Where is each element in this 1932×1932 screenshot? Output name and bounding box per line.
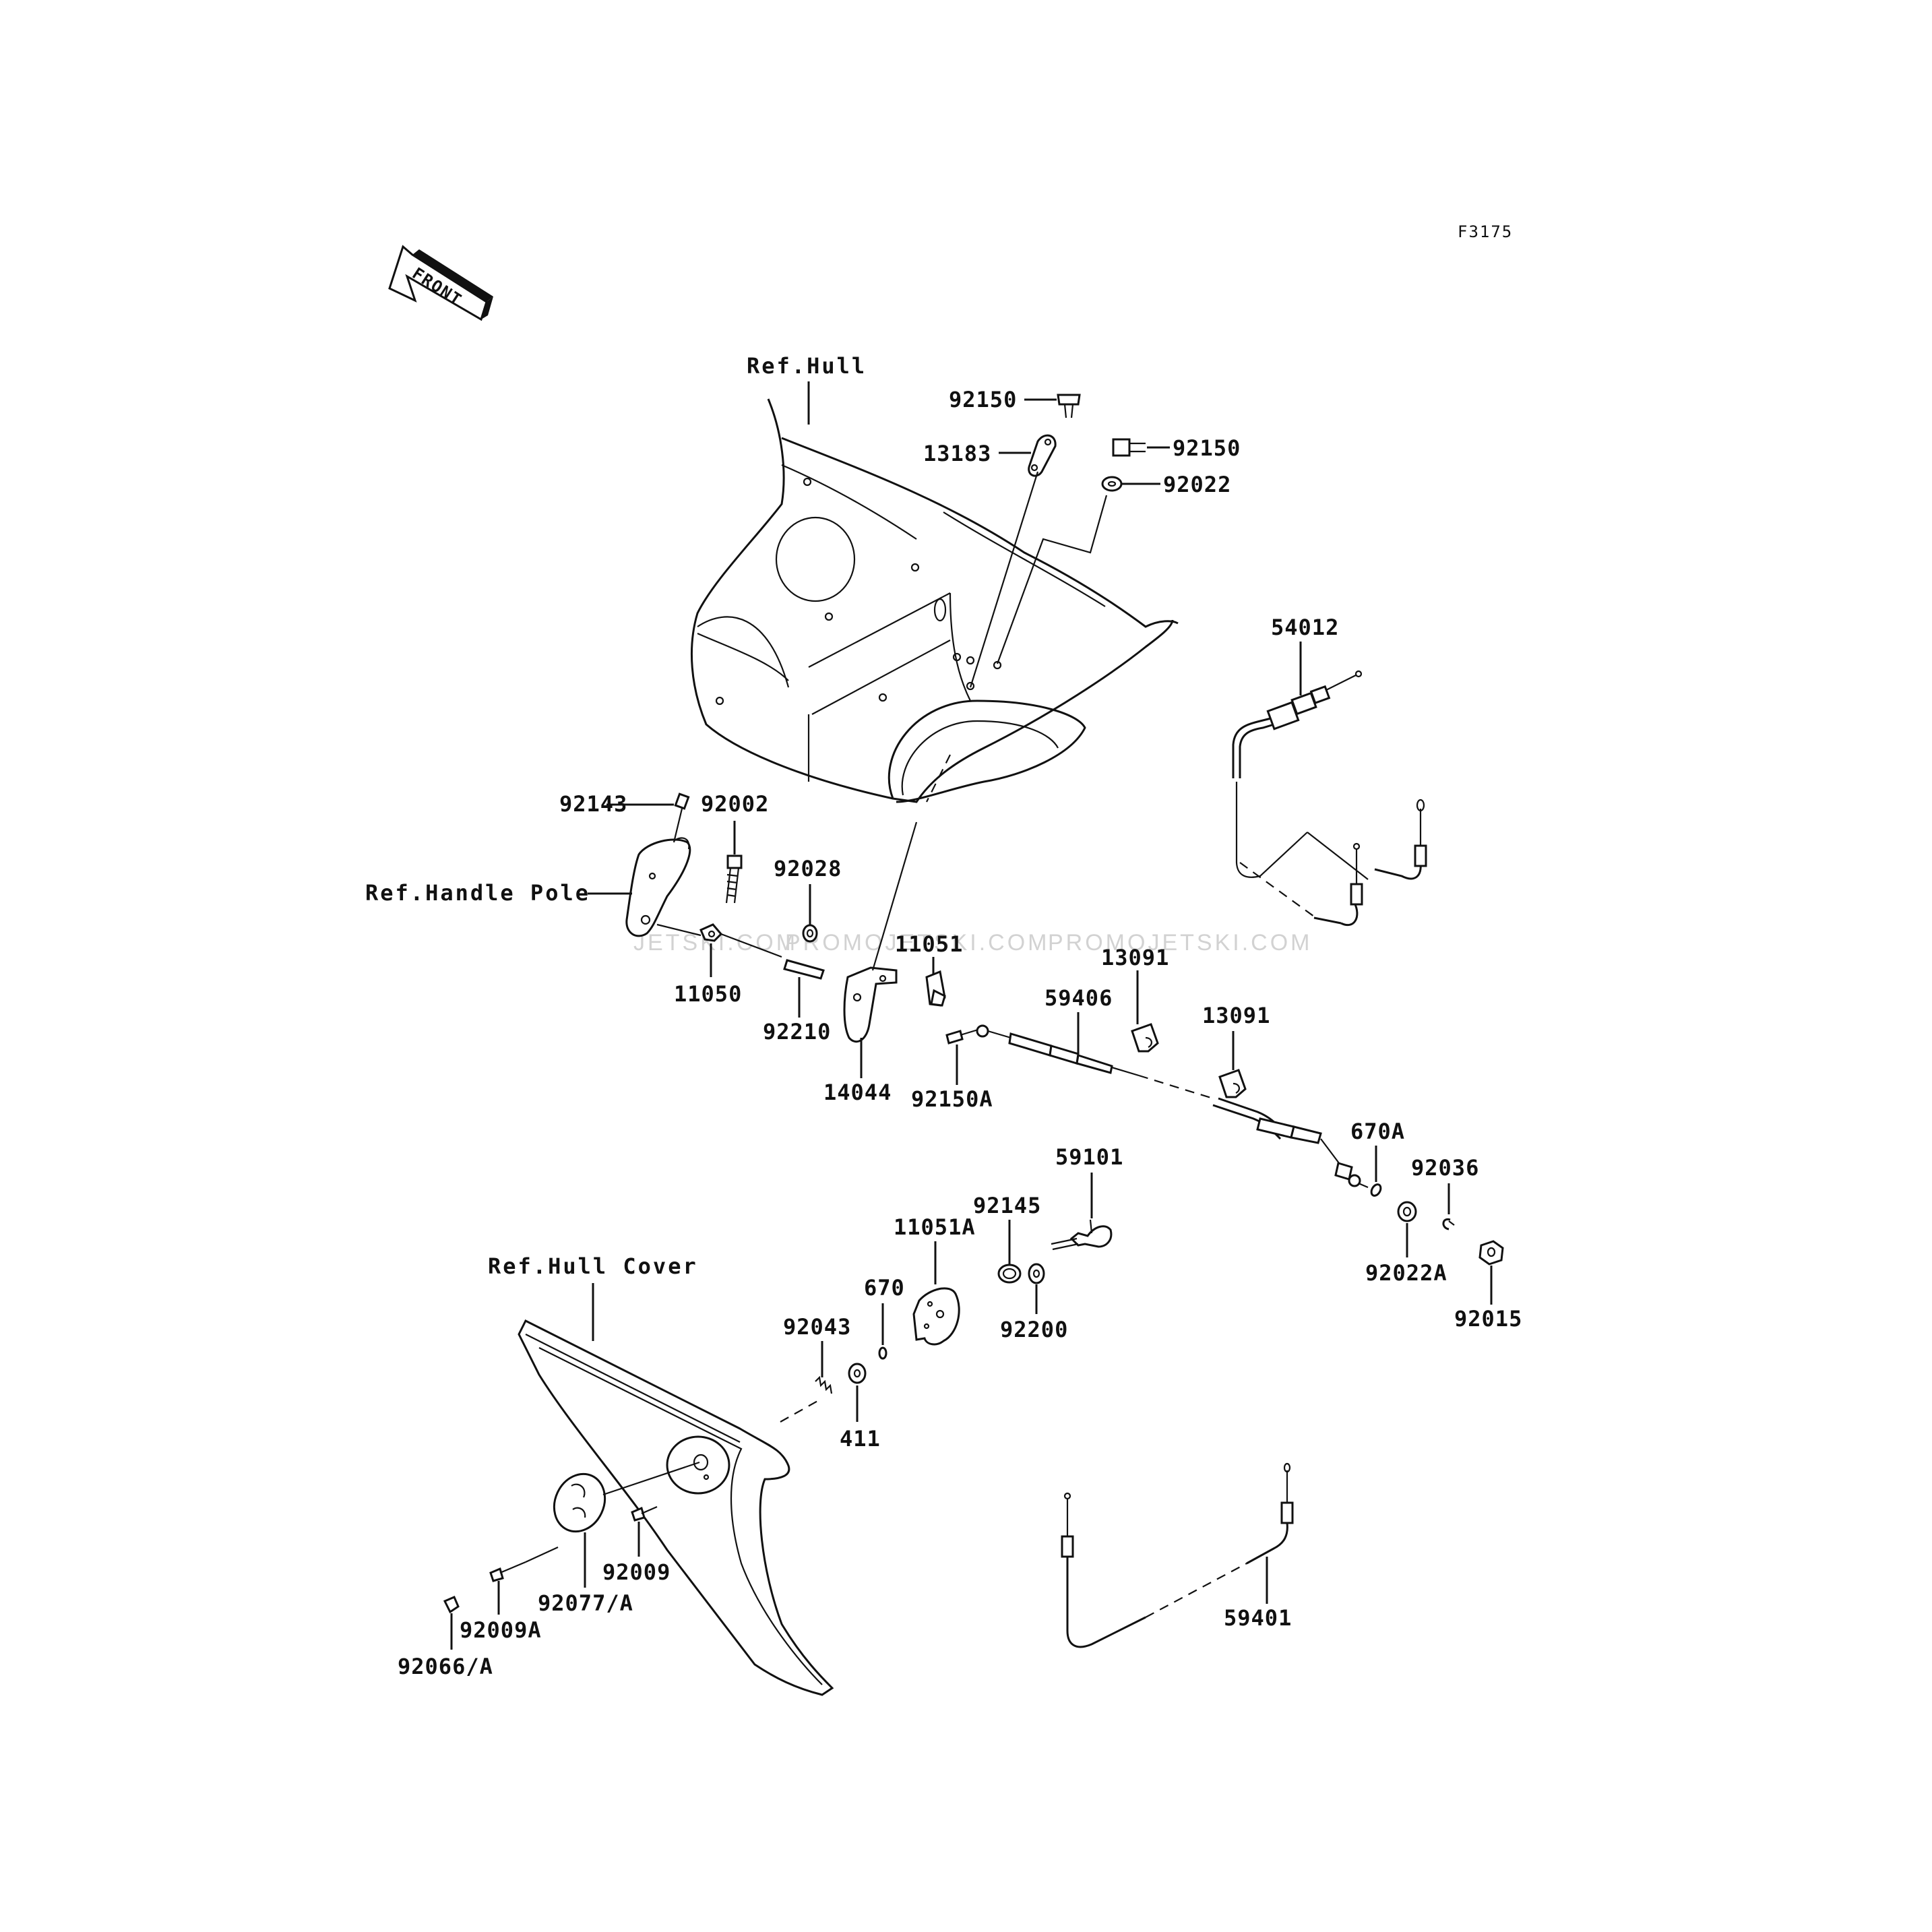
- bolt-92150-right-icon: [1112, 438, 1146, 457]
- label-92150A: 92150A: [911, 1086, 993, 1112]
- hull-cover-outline: [518, 1319, 834, 1696]
- label-92150-right: 92150: [1173, 435, 1241, 461]
- cable-59401-icon: [1061, 1462, 1294, 1648]
- clip-11051-icon: [925, 970, 946, 1007]
- clip-670A-icon: [1370, 1183, 1382, 1197]
- figure-code: F3175: [1458, 222, 1513, 241]
- label-92028: 92028: [774, 856, 842, 881]
- label-59401: 59401: [1224, 1605, 1292, 1631]
- label-92066A: 92066/A: [398, 1654, 493, 1679]
- ref-hull-label: Ref.Hull: [747, 353, 867, 379]
- cable-59406-icon: [976, 1024, 1214, 1100]
- label-92077A: 92077/A: [538, 1590, 633, 1616]
- clip-11050-icon: [699, 923, 723, 942]
- watermark-3: PROMOJETSKI.COM: [1048, 930, 1312, 956]
- label-92009: 92009: [602, 1559, 671, 1585]
- label-13183: 13183: [923, 441, 991, 466]
- label-670: 670: [864, 1275, 905, 1301]
- hull-outline: [690, 398, 1179, 803]
- label-13091-b: 13091: [1202, 1003, 1270, 1028]
- pin-92210-icon: [783, 959, 825, 980]
- bolt-92150-top-icon: [1057, 394, 1081, 418]
- cable-59406-end-icon: [1212, 1097, 1369, 1189]
- label-92036: 92036: [1411, 1155, 1479, 1181]
- label-92143: 92143: [559, 791, 627, 817]
- label-92009A: 92009A: [460, 1617, 542, 1643]
- clip-670-icon: [878, 1346, 887, 1360]
- label-92022A: 92022A: [1365, 1260, 1447, 1286]
- washer-92022-icon: [1101, 476, 1123, 492]
- label-92043: 92043: [783, 1314, 851, 1340]
- bolt-92002-icon: [725, 854, 743, 904]
- label-92002: 92002: [701, 791, 769, 817]
- label-670A: 670A: [1350, 1119, 1405, 1144]
- washer-411-icon: [848, 1363, 867, 1384]
- label-59101: 59101: [1055, 1144, 1123, 1170]
- label-411: 411: [840, 1426, 881, 1452]
- label-92022: 92022: [1163, 472, 1231, 497]
- cap-92066A-icon: [443, 1596, 460, 1614]
- label-11051: 11051: [895, 931, 963, 957]
- label-14044: 14044: [823, 1080, 892, 1105]
- shaft-59101-icon: [1051, 1219, 1113, 1251]
- cap-13091-a-icon: [1131, 1023, 1159, 1053]
- washer-92200-icon: [1028, 1263, 1045, 1284]
- screw-92009-icon: [631, 1505, 658, 1522]
- cam-11051A-icon: [912, 1287, 960, 1346]
- washer-92022A-icon: [1397, 1201, 1417, 1222]
- watermark-group: JETSKI.COM PROMOJETSKI.COM PROMOJETSKI.C…: [633, 930, 1312, 956]
- label-54012: 54012: [1271, 615, 1339, 640]
- cap-13091-b-icon: [1218, 1069, 1247, 1098]
- label-11050: 11050: [674, 981, 742, 1007]
- label-13091-a: 13091: [1101, 945, 1169, 970]
- ref-handle-pole-label: Ref.Handle Pole: [365, 880, 590, 906]
- label-92015: 92015: [1454, 1306, 1522, 1332]
- front-arrow-icon: FRONT: [388, 245, 493, 321]
- nut-92015-icon: [1478, 1240, 1504, 1266]
- nut-92028-icon: [802, 924, 818, 943]
- label-92150-top: 92150: [949, 387, 1017, 412]
- cable-54012-icon: [1232, 670, 1427, 927]
- clip-92036-icon: [1442, 1218, 1455, 1230]
- label-11051A: 11051A: [894, 1214, 976, 1240]
- watermark-2: PROMOJETSKI.COM: [785, 930, 1049, 956]
- label-92145: 92145: [973, 1193, 1041, 1218]
- screw-92009A-icon: [489, 1561, 526, 1582]
- spring-92043-icon: [815, 1375, 833, 1394]
- label-92200: 92200: [1000, 1317, 1068, 1342]
- bracket-14044-icon: [843, 966, 898, 1043]
- bracket-handle-pole-icon: [625, 837, 691, 937]
- plate-13183-icon: [1028, 434, 1057, 477]
- label-59406: 59406: [1045, 985, 1113, 1011]
- bushing-92145-icon: [997, 1264, 1022, 1284]
- label-92210: 92210: [763, 1019, 831, 1045]
- knob-92077A-icon: [553, 1472, 606, 1533]
- ref-hull-cover-label: Ref.Hull Cover: [488, 1253, 698, 1279]
- pin-92143-icon: [674, 792, 690, 810]
